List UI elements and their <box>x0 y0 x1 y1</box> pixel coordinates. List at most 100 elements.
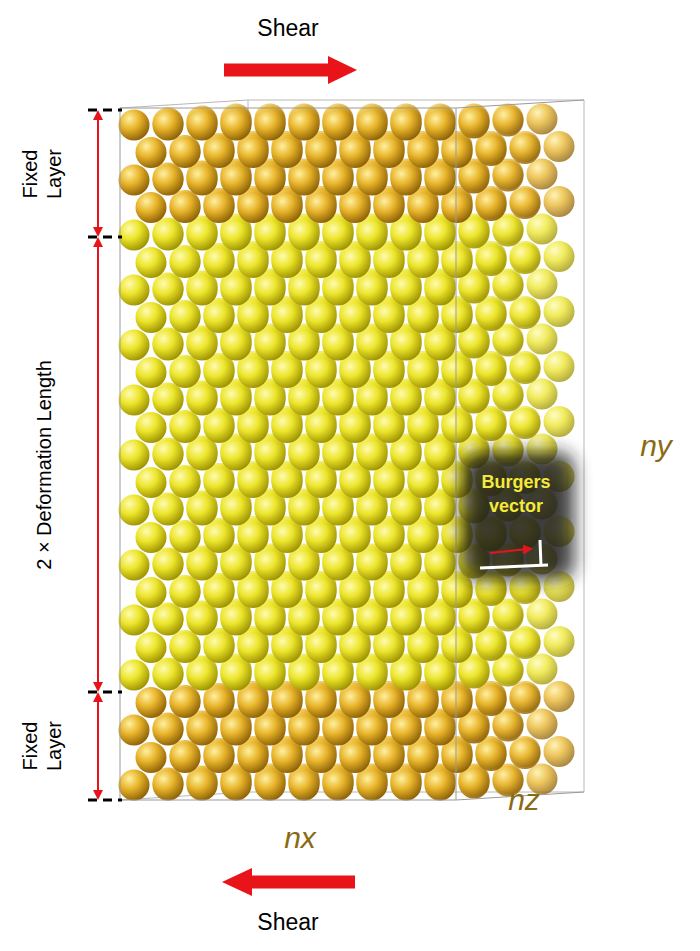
atom-sphere <box>357 715 388 746</box>
atom-sphere <box>221 385 252 416</box>
atom-sphere <box>255 330 286 361</box>
atom-sphere <box>204 192 235 223</box>
atom-sphere <box>153 715 184 746</box>
atom-sphere <box>323 495 354 526</box>
atom-sphere <box>357 660 388 691</box>
atom-sphere <box>153 110 184 141</box>
atom-sphere <box>442 412 473 443</box>
atom-sphere <box>510 628 541 659</box>
atom-sphere <box>442 577 473 608</box>
shear-arrow-head <box>222 868 252 896</box>
atom-sphere <box>510 298 541 329</box>
atom-sphere <box>510 738 541 769</box>
atom-sphere <box>527 379 558 410</box>
atom-sphere <box>170 357 201 388</box>
atom-sphere <box>187 275 218 306</box>
atom-sphere <box>170 687 201 718</box>
atom-sphere <box>391 605 422 636</box>
atom-sphere <box>408 632 439 663</box>
atom-sphere <box>306 687 337 718</box>
atom-sphere <box>119 165 150 196</box>
atom-sphere <box>204 522 235 553</box>
atom-sphere <box>170 577 201 608</box>
atom-sphere <box>408 357 439 388</box>
atom-sphere <box>221 330 252 361</box>
atom-sphere <box>493 326 524 357</box>
atom-sphere <box>306 412 337 443</box>
atom-sphere <box>323 715 354 746</box>
atom-sphere <box>289 275 320 306</box>
atom-sphere <box>170 302 201 333</box>
atom-sphere <box>323 220 354 251</box>
axis-label: nz <box>494 782 554 818</box>
atom-sphere <box>442 742 473 773</box>
atom-sphere <box>170 522 201 553</box>
dimension-label: 2 × Deformation Length <box>32 315 56 615</box>
atom-sphere <box>391 660 422 691</box>
atom-sphere <box>153 550 184 581</box>
atom-sphere <box>306 192 337 223</box>
dimension-arrow <box>97 697 99 795</box>
atom-sphere <box>493 106 524 137</box>
atom-sphere <box>153 770 184 801</box>
atom-sphere <box>170 467 201 498</box>
atom-sphere <box>425 605 456 636</box>
atom-sphere <box>136 412 167 443</box>
atom-sphere <box>255 550 286 581</box>
atom-sphere <box>272 577 303 608</box>
cell-edge <box>584 100 585 792</box>
atom-sphere <box>153 385 184 416</box>
atom-sphere <box>323 660 354 691</box>
atom-sphere <box>306 357 337 388</box>
atom-sphere <box>136 522 167 553</box>
atom-sphere <box>425 165 456 196</box>
atom-sphere <box>408 742 439 773</box>
atom-sphere <box>221 660 252 691</box>
atom-sphere <box>204 577 235 608</box>
atom-sphere <box>357 110 388 141</box>
atom-sphere <box>238 467 269 498</box>
burgers-label: Burgers vector <box>474 470 558 518</box>
atom-sphere <box>425 495 456 526</box>
atom-sphere <box>238 137 269 168</box>
atom-sphere <box>238 577 269 608</box>
atom-sphere <box>221 110 252 141</box>
atom-sphere <box>476 300 507 331</box>
atom-sphere <box>459 383 490 414</box>
layer-boundary <box>88 691 122 694</box>
atom-sphere <box>153 440 184 471</box>
atom-sphere <box>187 220 218 251</box>
atom-sphere <box>289 550 320 581</box>
atom-sphere <box>425 770 456 801</box>
atom-sphere <box>391 495 422 526</box>
atom-sphere <box>136 192 167 223</box>
atom-sphere <box>306 137 337 168</box>
atom-sphere <box>459 713 490 744</box>
atom-sphere <box>289 220 320 251</box>
layer-label: Fixed Layer <box>18 141 66 207</box>
atom-sphere <box>187 715 218 746</box>
atom-sphere <box>204 302 235 333</box>
atom-sphere <box>340 632 371 663</box>
atom-sphere <box>119 495 150 526</box>
atom-sphere <box>255 715 286 746</box>
atom-sphere <box>544 351 575 382</box>
atom-sphere <box>391 330 422 361</box>
cell-edge <box>120 108 456 109</box>
atom-sphere <box>476 245 507 276</box>
atom-sphere <box>425 220 456 251</box>
atom-sphere <box>255 110 286 141</box>
atom-sphere <box>459 108 490 139</box>
atom-sphere <box>340 522 371 553</box>
atom-sphere <box>272 632 303 663</box>
atom-sphere <box>136 687 167 718</box>
layer-boundary <box>88 236 122 239</box>
atom-sphere <box>425 330 456 361</box>
atom-sphere <box>323 385 354 416</box>
atom-sphere <box>170 742 201 773</box>
atom-sphere <box>306 522 337 553</box>
atom-sphere <box>340 742 371 773</box>
atom-sphere <box>153 495 184 526</box>
